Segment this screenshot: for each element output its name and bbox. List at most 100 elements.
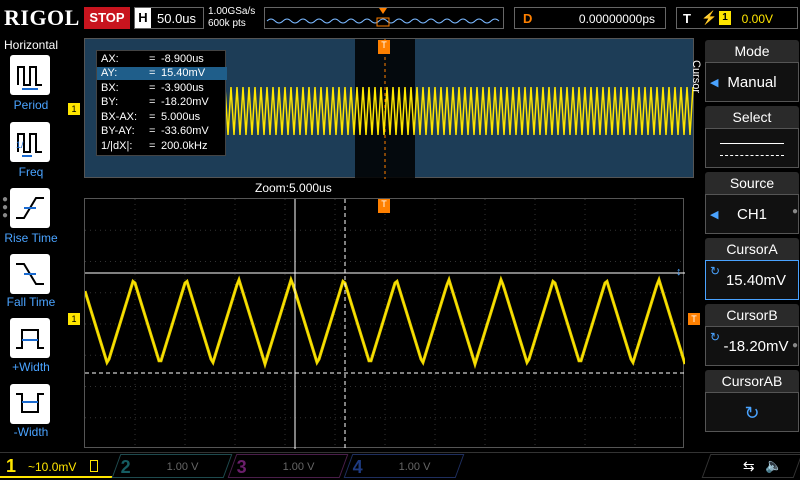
negative-width-icon [16, 393, 44, 413]
status-icons-tab: ⇆ 🔈 [701, 454, 800, 478]
select-softkey[interactable] [705, 128, 799, 168]
freq-icon: 1/ [16, 133, 42, 157]
cursor-key: AY: [101, 67, 118, 79]
cursor-menu-side-label: Cursor [690, 60, 702, 94]
overview-waveform [266, 8, 500, 27]
menu-page-dot: ● [792, 340, 799, 351]
cursor-value: -3.900us [161, 82, 204, 94]
select-dashed-line-icon [720, 155, 784, 156]
cursor-value: 5.000us [161, 111, 201, 123]
cursor-key: BX: [101, 82, 119, 94]
caret-left-icon: ◀ [710, 77, 719, 89]
rise-time-button[interactable] [10, 188, 50, 228]
channel-1-scale: ~10.0mV [28, 460, 77, 474]
zoom-grid-and-signal [83, 199, 687, 449]
channel-1-number: 1 [6, 456, 17, 476]
trigger-source: 1 [719, 11, 731, 25]
mode-value: Manual [727, 74, 777, 91]
overview-signal [224, 39, 694, 179]
period-label: Period [13, 98, 49, 112]
negative-width-button[interactable] [10, 384, 50, 424]
memory-overview-bar[interactable] [264, 7, 504, 29]
rise-time-label: Rise Time [4, 231, 58, 245]
cursor-row-by-ay: BY-AY:=-33.60mV [101, 125, 209, 137]
cursor-value: 15.40mV [161, 67, 206, 79]
freq-label: Freq [18, 165, 44, 179]
channel-3-tab[interactable]: 3 1.00 V [227, 454, 349, 478]
delay-tag: D [523, 11, 533, 26]
cursor-value: 200.0kHz [161, 140, 208, 152]
rigol-logo: RIGOL [4, 5, 80, 30]
channel-4-scale: 1.00 V [398, 461, 431, 473]
trigger-level: 0.00V [741, 12, 773, 26]
source-value: CH1 [736, 206, 767, 223]
channel-3-scale: 1.00 V [282, 461, 315, 473]
mode-title: Mode [705, 40, 799, 62]
cursor-value: -18.20mV [161, 96, 209, 108]
timebase-value: 50.0us [157, 11, 197, 26]
rotary-knob-icon: ↻ [710, 264, 721, 278]
cursor-readout-panel: AX:=-8.900us AY:=15.40mV BX:=-3.900us BY… [96, 50, 227, 156]
rotary-knob-icon: ↻ [744, 403, 760, 423]
select-solid-line-icon [720, 143, 784, 144]
source-softkey[interactable]: ◀ CH1 [705, 194, 799, 234]
cursor-key: BX-AX: [101, 111, 138, 123]
freq-button[interactable]: 1/ [10, 122, 50, 162]
channel-3-number: 3 [236, 457, 247, 477]
cursor-key: BY-AY: [101, 125, 135, 137]
negative-width-label: -Width [13, 425, 49, 439]
channel-4-tab[interactable]: 4 1.00 V [343, 454, 465, 478]
zoom-waveform-window[interactable] [83, 198, 687, 449]
trigger-tag: T [683, 11, 691, 26]
trigger-position-marker-zoom[interactable]: T [378, 199, 390, 213]
caret-left-icon: ◀ [710, 209, 719, 221]
fall-time-label: Fall Time [6, 295, 56, 309]
channel-1-tab[interactable]: 1 ~10.0mV [0, 454, 112, 478]
acquisition-info: 1.00GSa/s 600k pts [208, 6, 255, 30]
period-icon [17, 66, 42, 90]
cursorab-title: CursorAB [705, 370, 799, 392]
sample-rate: 1.00GSa/s [208, 6, 256, 17]
period-button[interactable] [10, 55, 50, 95]
trigger-level-marker[interactable]: T [688, 313, 700, 325]
cursorab-softkey[interactable]: ↻ [705, 392, 799, 432]
cursor-a-handle-icon[interactable]: ↕ [676, 266, 682, 278]
cursor-key: AX: [101, 53, 119, 65]
battery-icon [90, 460, 98, 472]
cursor-row-inv-dx: 1/|dX|:=200.0kHz [101, 140, 208, 152]
cursor-row-bx-ax: BX-AX:=5.000us [101, 111, 201, 123]
cursorb-softkey[interactable]: ↻ -18.20mV [705, 326, 799, 366]
cursor-row-bx: BX:=-3.900us [101, 82, 204, 94]
horizontal-menu-title: Horizontal [3, 38, 59, 52]
cursorb-title: CursorB [705, 304, 799, 326]
select-title: Select [705, 106, 799, 128]
cursor-value: -33.60mV [161, 125, 209, 137]
delay-box[interactable]: D 0.00000000ps [514, 7, 666, 29]
horizontal-tag: H [135, 8, 151, 28]
cursora-softkey[interactable]: ↻ 15.40mV [705, 260, 799, 300]
run-stop-status[interactable]: STOP [84, 7, 130, 29]
positive-width-button[interactable] [10, 318, 50, 358]
channel-2-tab[interactable]: 2 1.00 V [111, 454, 233, 478]
cursor-row-ax: AX:=-8.900us [101, 53, 204, 65]
channel-2-scale: 1.00 V [166, 461, 199, 473]
channel-status-bar [0, 452, 800, 480]
source-title: Source [705, 172, 799, 194]
fall-time-icon [16, 263, 44, 285]
mode-softkey[interactable]: ◀ Manual [705, 62, 799, 102]
fall-time-button[interactable] [10, 254, 50, 294]
svg-text:1/: 1/ [16, 140, 24, 150]
trigger-box[interactable]: T ⚡ 1 0.00V [676, 7, 798, 29]
timebase-box[interactable]: H 50.0us [134, 7, 204, 29]
speaker-mute-icon: 🔈 [765, 457, 783, 473]
ch1-ground-marker-zoom[interactable]: 1 [68, 313, 80, 325]
cursora-value: 15.40mV [725, 272, 787, 289]
positive-width-icon [16, 329, 44, 349]
channel-2-number: 2 [120, 457, 131, 477]
rise-time-icon [16, 197, 44, 219]
cursor-row-ay: AY:=15.40mV [97, 67, 227, 80]
zoom-timebase-label: Zoom:5.000us [255, 181, 332, 195]
memory-depth: 600k pts [208, 18, 246, 29]
trigger-position-marker-overview[interactable]: T [378, 40, 390, 54]
ch1-ground-marker-overview[interactable]: 1 [68, 103, 80, 115]
